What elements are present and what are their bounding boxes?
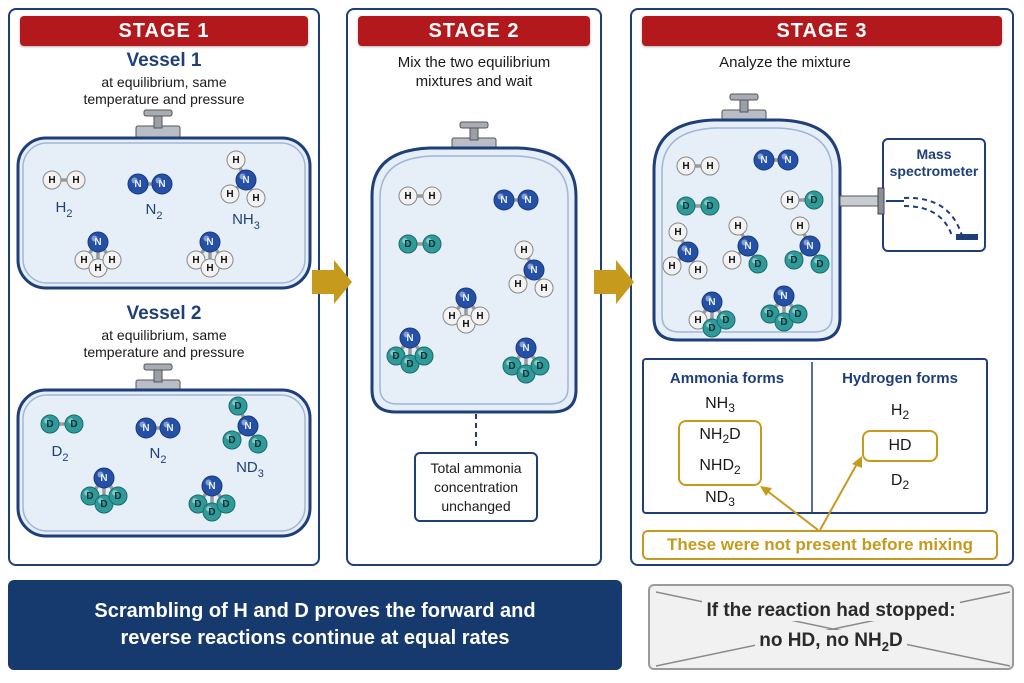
conclusion-line-2: reverse reactions continue at equal rate… [120, 627, 510, 649]
new-species-note: These were not present before mixing [642, 530, 998, 560]
vessel2-desc-2: temperature and pressure [83, 344, 245, 360]
ammonia-nd3: ND3 [680, 489, 760, 509]
stage2-desc-1: Mix the two equilibrium [397, 54, 551, 71]
spectrometer-line-2: spectrometer [889, 163, 979, 179]
ammonia-nh2d: NH2D [680, 426, 760, 446]
counterfactual-box: If the reaction had stopped: no HD, no N… [648, 584, 1014, 670]
d2-text: D2 [890, 472, 910, 493]
ammonia-nh3: NH3 [680, 395, 760, 415]
cf-suffix: D [888, 630, 903, 651]
stage2-banner: STAGE 2 [358, 16, 590, 46]
counterfactual-line-1: If the reaction had stopped: [650, 598, 1012, 624]
nh3-base: NH3 [705, 395, 735, 416]
new-hydrogen-highlight [862, 430, 938, 462]
hydrogen-h2: H2 [860, 402, 940, 422]
new-ammonia-highlight [678, 420, 762, 486]
stage2-desc-2: mixtures and wait [415, 73, 533, 90]
ammonia-nhd2: NHD2 [680, 457, 760, 477]
vessel1-desc-1: at equilibrium, same [101, 74, 227, 90]
note-line-3: unchanged [441, 497, 511, 514]
counterfactual-text-1: If the reaction had stopped: [702, 600, 960, 621]
vessel1-title: Vessel 1 [126, 50, 202, 71]
vessel2-desc-1: at equilibrium, same [101, 327, 227, 343]
hydrogen-forms-header: Hydrogen forms [842, 370, 958, 387]
ammonia-forms-header: Ammonia forms [669, 370, 785, 387]
nd3-text: ND3 [705, 489, 735, 510]
hd-text: HD [888, 437, 912, 454]
ammonia-unchanged-note: Total ammonia concentration unchanged [414, 452, 538, 522]
cf-sub: 2 [881, 638, 889, 654]
mass-spectrometer: Mass spectrometer [882, 138, 986, 252]
counterfactual-line-2: no HD, no NH2D [650, 628, 1012, 660]
vessel1-desc-2: temperature and pressure [83, 91, 245, 107]
stage3-banner: STAGE 3 [642, 16, 1002, 46]
hydrogen-hd: HD [860, 437, 940, 455]
cf-prefix: no HD, no NH [759, 630, 882, 651]
stage1-banner: STAGE 1 [20, 16, 308, 46]
h2-text: H2 [890, 402, 910, 423]
nhd2-text: NHD2 [699, 457, 741, 478]
spectrometer-line-1: Mass [916, 146, 952, 162]
counterfactual-text-2: no HD, no NH2D [755, 630, 907, 654]
conclusion-line-1: Scrambling of H and D proves the forward… [94, 600, 536, 622]
nh2d-text: NH2D [699, 426, 741, 447]
hydrogen-d2: D2 [860, 472, 940, 492]
stage3-desc: Analyze the mixture [719, 54, 851, 71]
vessel2-title: Vessel 2 [126, 303, 202, 324]
note-line-1: Total ammonia [430, 459, 522, 476]
note-line-2: concentration [433, 478, 519, 495]
conclusion-banner: Scrambling of H and D proves the forward… [8, 580, 622, 670]
